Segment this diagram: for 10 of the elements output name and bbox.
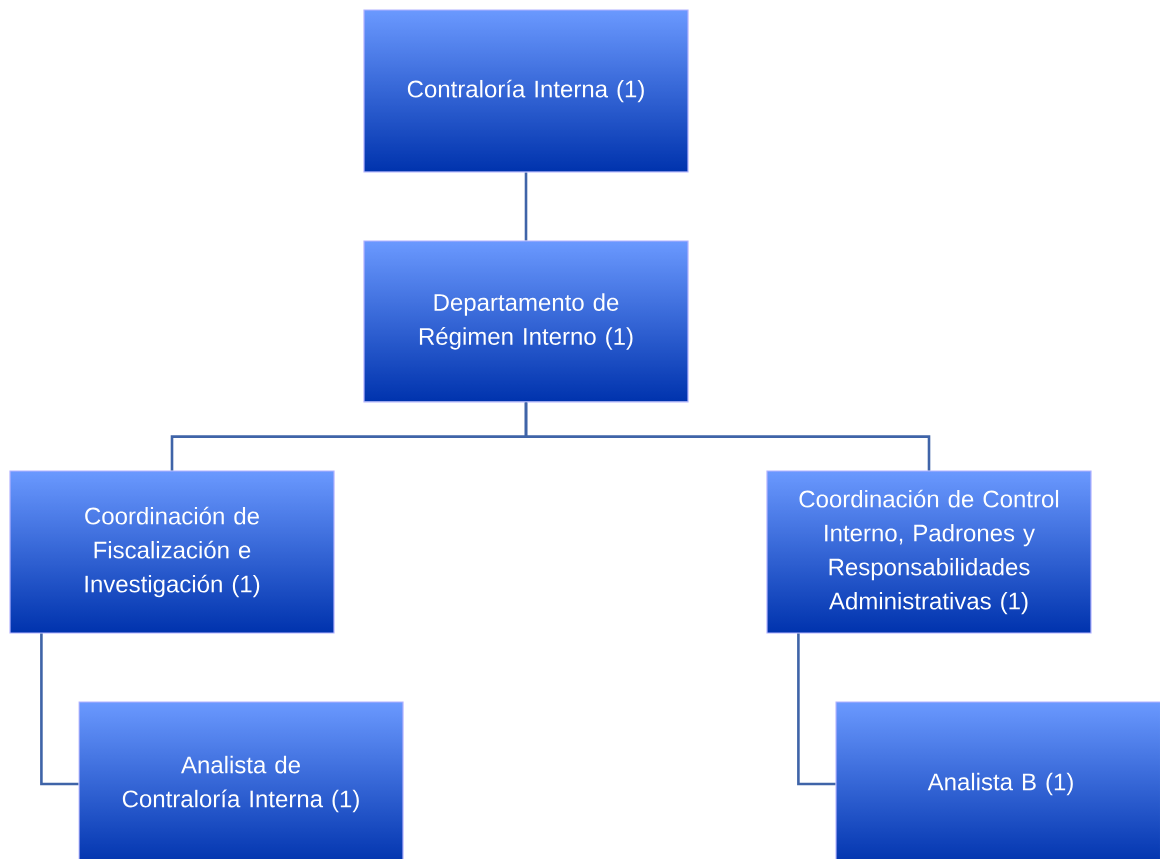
connector-line (524, 402, 931, 471)
org-box: Analista B (1) (835, 701, 1160, 859)
org-box: Departamento de Régimen Interno (1) (363, 240, 689, 403)
connector-line (524, 172, 528, 241)
org-box: Contraloría Interna (1) (363, 9, 689, 173)
org-box: Analista de Contraloría Interna (1) (78, 701, 404, 859)
connector-line (797, 633, 836, 786)
org-box: Coordinación de Control Interno, Padrones y Responsabilidades Administrativas (1) (766, 470, 1092, 634)
connector-line (40, 633, 79, 786)
org-box: Coordinación de Fiscalización e Investigación (1) (9, 470, 335, 634)
